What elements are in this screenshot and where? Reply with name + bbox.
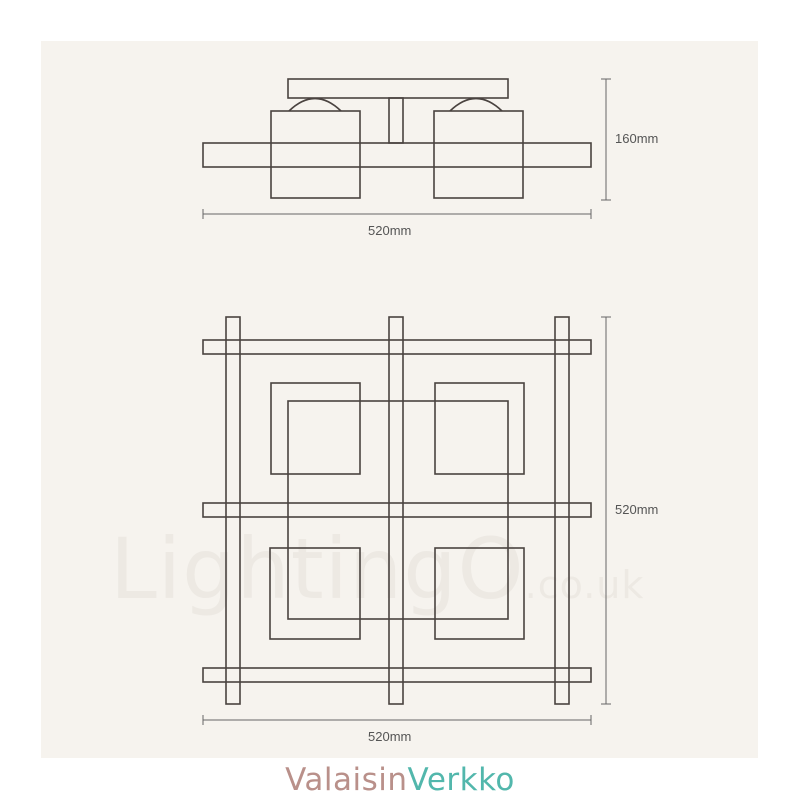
watermark-suffix: .co.uk	[524, 563, 645, 607]
top-width-label: 520mm	[368, 729, 412, 744]
top-shade-top-left	[270, 382, 361, 475]
side-horizontal-bar	[202, 142, 592, 168]
side-view	[202, 78, 592, 199]
brand-logo: ValaisinVerkko	[0, 762, 800, 798]
side-center-stem	[388, 97, 404, 144]
top-frame-square	[287, 400, 509, 620]
side-right-shade	[433, 110, 524, 199]
side-width-label: 520mm	[368, 223, 412, 238]
top-bar-upper	[202, 339, 592, 355]
brand-part-2: Verkko	[407, 762, 515, 798]
top-dimension-lines	[202, 316, 611, 725]
top-shade-bottom-right	[434, 547, 525, 640]
top-bar-lower	[202, 667, 592, 683]
top-shade-bottom-left	[269, 547, 361, 640]
top-shade-top-right	[434, 382, 525, 475]
side-height-label: 160mm	[615, 131, 659, 146]
brand-part-1: Valaisin	[285, 762, 408, 798]
side-dimension-lines	[202, 78, 611, 219]
top-view	[202, 316, 592, 705]
watermark-main: LightingO	[110, 520, 525, 618]
watermark: LightingO.co.uk	[110, 520, 644, 618]
top-bar-left	[225, 316, 241, 705]
side-left-shade	[270, 110, 361, 199]
top-depth-label: 520mm	[615, 502, 659, 517]
side-right-dome	[449, 97, 503, 112]
side-ceiling-plate	[287, 78, 509, 99]
top-bar-right	[554, 316, 570, 705]
diagram-panel	[41, 41, 758, 758]
top-bar-center	[388, 316, 404, 705]
top-bar-middle	[202, 502, 592, 518]
side-left-dome	[288, 97, 342, 112]
